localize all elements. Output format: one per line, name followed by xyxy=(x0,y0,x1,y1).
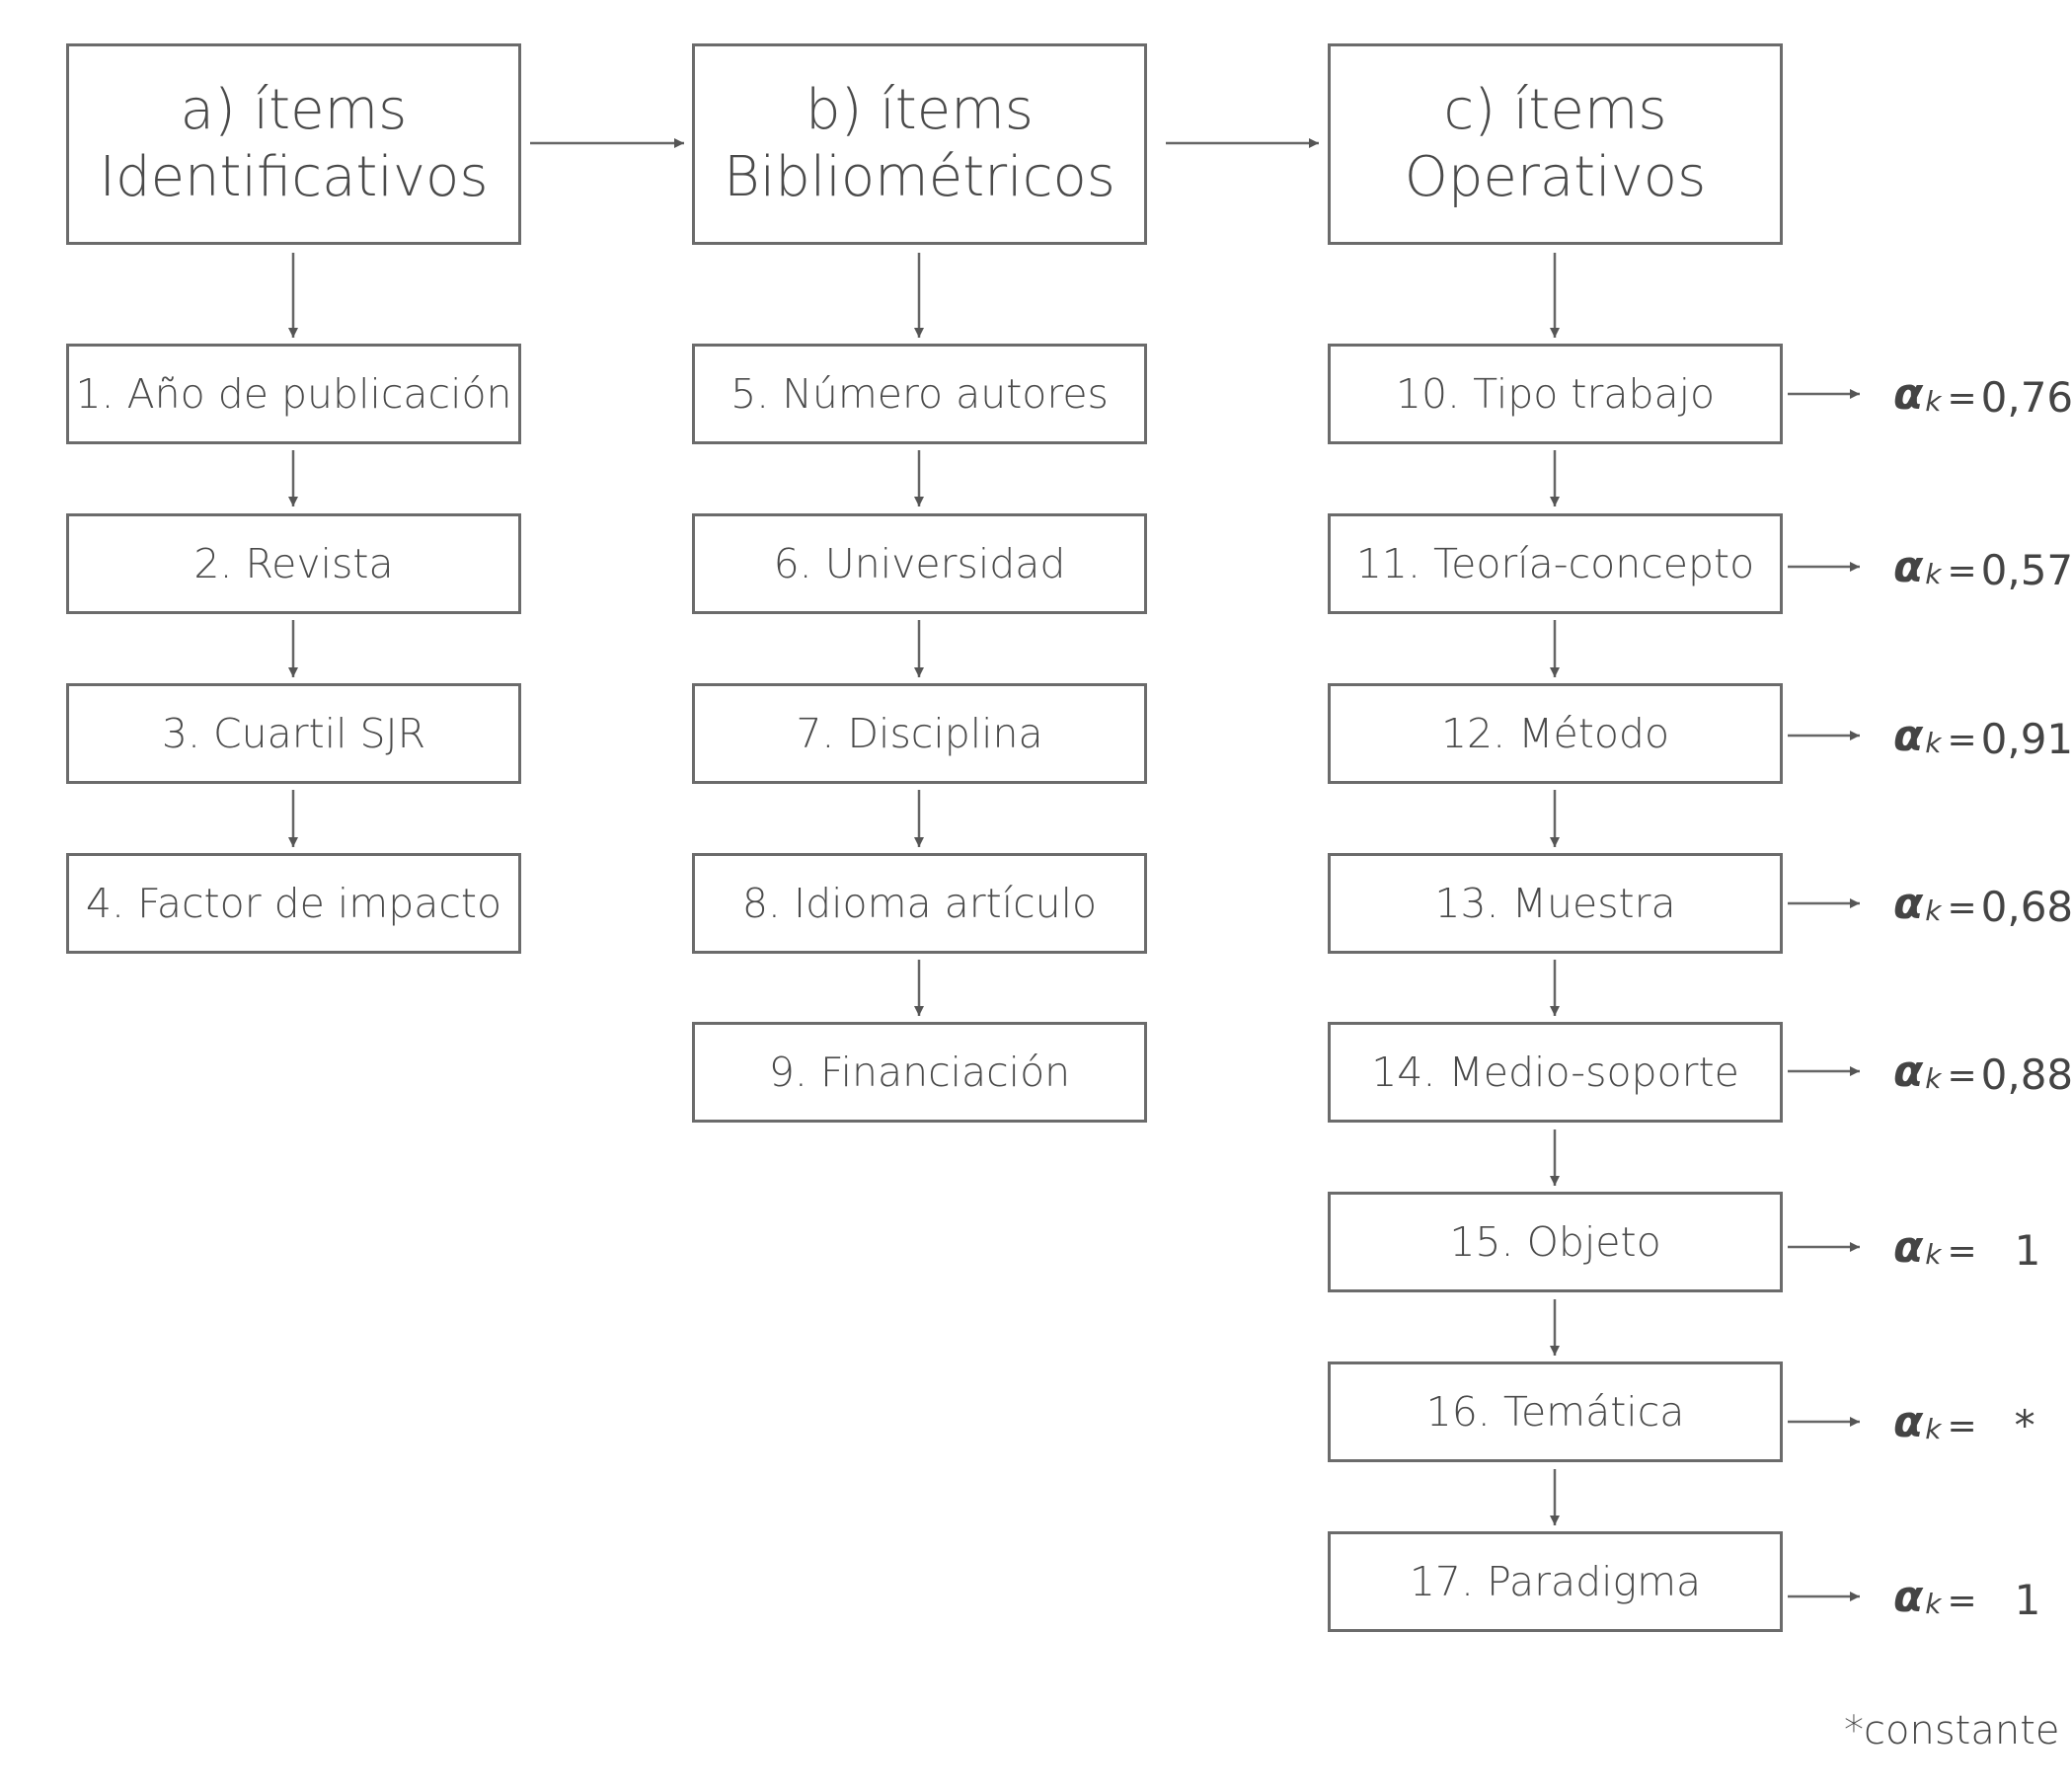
item-box: 4. Factor de impacto xyxy=(66,853,521,954)
alpha-value: 0,91 xyxy=(1980,714,2072,763)
alpha-value: * xyxy=(2014,1400,2035,1449)
alpha-symbol: α xyxy=(1893,710,1924,761)
header-line2: Bibliométricos xyxy=(724,145,1115,209)
item-box: 13. Muestra xyxy=(1328,853,1783,954)
alpha-symbol: α xyxy=(1893,368,1924,420)
item-label: 13. Muestra xyxy=(1434,880,1676,927)
alpha-subscript: k xyxy=(1925,384,1942,418)
alpha-subscript: k xyxy=(1925,1412,1942,1445)
alpha-value: 0,57 xyxy=(1980,545,2072,594)
item-box: 1. Año de publicación xyxy=(66,344,521,444)
item-box: 16. Temática xyxy=(1328,1361,1783,1462)
alpha-value: 0,76 xyxy=(1980,372,2072,422)
alpha-value: 1 xyxy=(2014,1225,2041,1275)
item-label: 11. Teoría-concepto xyxy=(1355,540,1755,587)
item-box: 5. Número autores xyxy=(692,344,1147,444)
item-label: 7. Disciplina xyxy=(796,710,1043,757)
alpha-subscript: k xyxy=(1925,1237,1942,1271)
item-label: 12. Método xyxy=(1440,710,1670,757)
item-label: 4. Factor de impacto xyxy=(85,880,502,927)
header-line1: a) ítems xyxy=(180,78,408,142)
alpha-equals: = xyxy=(1947,1405,1977,1446)
item-box: 3. Cuartil SJR xyxy=(66,683,521,784)
header-bibliometricos: b) ítems Bibliométricos xyxy=(692,43,1147,245)
alpha-equals: = xyxy=(1947,377,1977,419)
item-label: 14. Medio-soporte xyxy=(1371,1049,1739,1096)
item-box: 9. Financiación xyxy=(692,1022,1147,1123)
header-line2: Identificativos xyxy=(99,145,489,209)
alpha-equals: = xyxy=(1947,550,1977,591)
alpha-equals: = xyxy=(1947,1230,1977,1272)
header-line1: c) ítems xyxy=(1443,78,1667,142)
alpha-value: 1 xyxy=(2014,1575,2041,1624)
alpha-symbol: α xyxy=(1893,878,1924,929)
alpha-symbol: α xyxy=(1893,1046,1924,1097)
alpha-value: 0,68 xyxy=(1980,882,2072,931)
item-label: 10. Tipo trabajo xyxy=(1395,370,1716,418)
header-identificativos: a) ítems Identificativos xyxy=(66,43,521,245)
item-box: 15. Objeto xyxy=(1328,1192,1783,1292)
item-label: 15. Objeto xyxy=(1449,1218,1661,1266)
alpha-value: 0,88 xyxy=(1980,1050,2072,1099)
item-label: 6. Universidad xyxy=(773,540,1066,587)
alpha-symbol: α xyxy=(1893,1221,1924,1273)
alpha-subscript: k xyxy=(1925,557,1942,590)
item-box: 10. Tipo trabajo xyxy=(1328,344,1783,444)
footnote: *constante xyxy=(1844,1708,2060,1753)
header-operativos: c) ítems Operativos xyxy=(1328,43,1783,245)
header-line2: Operativos xyxy=(1404,145,1707,209)
alpha-equals: = xyxy=(1947,1580,1977,1621)
item-box: 8. Idioma artículo xyxy=(692,853,1147,954)
item-label: 5. Número autores xyxy=(730,370,1109,418)
alpha-subscript: k xyxy=(1925,1587,1942,1620)
alpha-symbol: α xyxy=(1893,541,1924,592)
item-label: 17. Paradigma xyxy=(1409,1558,1702,1605)
alpha-subscript: k xyxy=(1925,1061,1942,1095)
item-box: 11. Teoría-concepto xyxy=(1328,513,1783,614)
item-label: 16. Temática xyxy=(1425,1388,1685,1436)
item-label: 9. Financiación xyxy=(768,1049,1071,1096)
header-line1: b) ítems xyxy=(806,78,1034,142)
alpha-subscript: k xyxy=(1925,894,1942,927)
item-box: 2. Revista xyxy=(66,513,521,614)
item-box: 17. Paradigma xyxy=(1328,1531,1783,1632)
item-label: 1. Año de publicación xyxy=(75,370,512,418)
item-label: 3. Cuartil SJR xyxy=(161,710,426,757)
alpha-equals: = xyxy=(1947,887,1977,928)
alpha-equals: = xyxy=(1947,1054,1977,1096)
alpha-subscript: k xyxy=(1925,726,1942,759)
item-label: 8. Idioma artículo xyxy=(741,880,1098,927)
item-box: 12. Método xyxy=(1328,683,1783,784)
alpha-equals: = xyxy=(1947,719,1977,760)
item-label: 2. Revista xyxy=(193,540,394,587)
alpha-symbol: α xyxy=(1893,1396,1924,1447)
alpha-symbol: α xyxy=(1893,1571,1924,1622)
item-box: 7. Disciplina xyxy=(692,683,1147,784)
item-box: 6. Universidad xyxy=(692,513,1147,614)
item-box: 14. Medio-soporte xyxy=(1328,1022,1783,1123)
